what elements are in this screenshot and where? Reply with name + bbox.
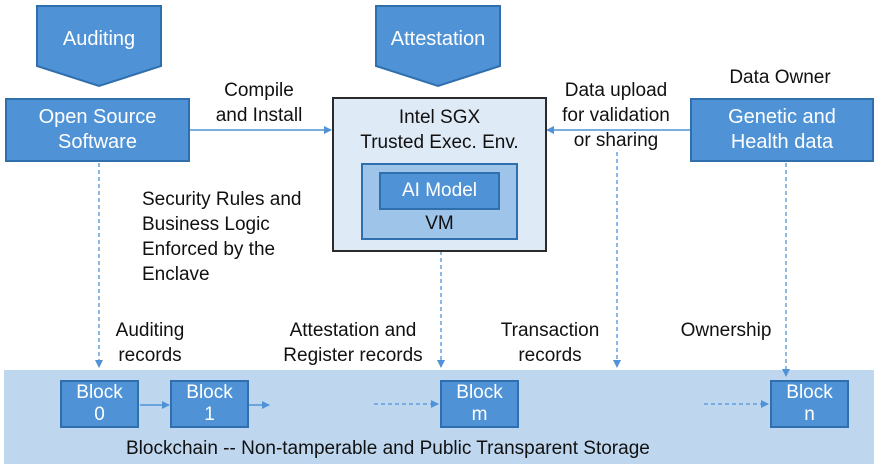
- attestation-pentagon-shape: [375, 5, 501, 88]
- ownership-label: Ownership: [680, 320, 772, 341]
- attestation-records-label: Attestation and Register records: [283, 320, 423, 366]
- auditing-pentagon-shape: [36, 5, 162, 88]
- data-owner-label: Data Owner: [729, 67, 831, 88]
- sgx-enclave-box: Intel SGX Trusted Exec. Env. AI Model VM: [332, 97, 547, 252]
- vm-label: VM: [425, 213, 454, 234]
- genetic-health-data-box: Genetic and Health data: [690, 98, 874, 162]
- data-upload-label: Data upload for validation or sharing: [562, 80, 670, 151]
- block-m: Block m: [440, 380, 519, 428]
- compile-install-label: Compile and Install: [215, 80, 303, 126]
- blockchain-caption: Blockchain -- Non-tamperable and Public …: [126, 438, 650, 459]
- ai-model-box: AI Model: [379, 172, 500, 210]
- sgx-title: Intel SGX Trusted Exec. Env.: [360, 107, 519, 153]
- block-1: Block 1: [170, 380, 249, 428]
- attestation-pentagon: Attestation: [390, 28, 486, 50]
- security-rules-label: Security Rules and Business Logic Enforc…: [142, 189, 302, 285]
- transaction-records-label: Transaction records: [500, 320, 600, 366]
- auditing-records-label: Auditing records: [115, 320, 185, 366]
- blockchain-band: [4, 370, 874, 464]
- auditing-pentagon: Auditing: [62, 28, 136, 50]
- vm-box: AI Model VM: [361, 163, 518, 240]
- open-source-software-box: Open Source Software: [5, 98, 190, 162]
- block-0: Block 0: [60, 380, 139, 428]
- block-n: Block n: [770, 380, 849, 428]
